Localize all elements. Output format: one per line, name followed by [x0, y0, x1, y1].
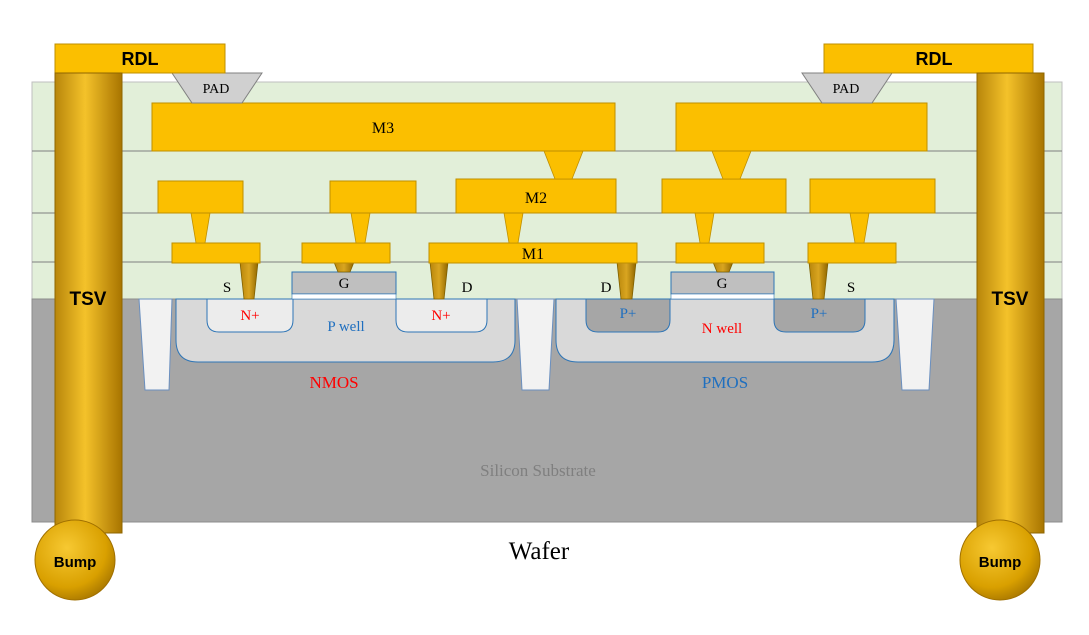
pad-left-label: PAD	[203, 82, 230, 97]
pmos-source-doping-label: P+	[811, 306, 828, 322]
m1-label: M1	[522, 246, 544, 263]
rdl-left	[54, 43, 226, 74]
nmos-drain-diffusion	[395, 298, 488, 333]
wafer-label: Wafer	[509, 538, 570, 565]
nmos-source-label: S	[223, 280, 231, 296]
sti-trench-2	[516, 298, 555, 391]
nmos-drain-label: D	[462, 280, 473, 296]
m3-segment-left	[151, 102, 616, 152]
tsv-right-label: TSV	[992, 289, 1029, 310]
m1-segment-5	[807, 242, 897, 264]
nmos-gate-label: G	[339, 276, 350, 292]
pmos-gate-label: G	[717, 276, 728, 292]
m2-segment-3	[455, 178, 617, 214]
bump-left-label: Bump	[54, 554, 97, 571]
nmos-gate-oxide	[291, 293, 397, 300]
pmos-source-diffusion	[773, 298, 866, 333]
pmos-gate-oxide	[670, 293, 775, 300]
pad-left	[171, 72, 263, 104]
m2-segment-4	[661, 178, 787, 214]
m1-segment-4	[675, 242, 765, 264]
rdl-right-label: RDL	[916, 49, 953, 69]
nmos-drain-doping-label: N+	[431, 308, 450, 324]
tsv-left	[54, 72, 123, 534]
nmos-source-doping-label: N+	[240, 308, 259, 324]
n-well-label: N well	[702, 321, 742, 337]
tsv-left-label: TSV	[70, 289, 107, 310]
pad-right-label: PAD	[833, 82, 860, 97]
sti-trench-3	[895, 298, 935, 391]
p-well-label: P well	[327, 319, 364, 335]
m2-label: M2	[525, 190, 547, 207]
bump-right-label: Bump	[979, 554, 1022, 571]
m2-segment-1	[157, 180, 244, 214]
bump-right	[959, 519, 1041, 601]
m1-segment-3	[428, 242, 638, 264]
pmos-drain-diffusion	[585, 298, 671, 333]
nmos-label: NMOS	[309, 373, 358, 392]
m2-segment-5	[809, 178, 936, 214]
tsv-right	[976, 72, 1045, 534]
m1-segment-1	[171, 242, 261, 264]
pmos-drain-label: D	[601, 280, 612, 296]
m2-segment-2	[329, 180, 417, 214]
sti-trench-1	[138, 298, 173, 391]
pmos-source-label: S	[847, 280, 855, 296]
m1-segment-2	[301, 242, 391, 264]
pmos-drain-doping-label: P+	[620, 306, 637, 322]
m3-label: M3	[372, 120, 394, 137]
rdl-right	[823, 43, 1034, 74]
m3-segment-right	[675, 102, 928, 152]
pmos-label: PMOS	[702, 373, 748, 392]
rdl-left-label: RDL	[122, 49, 159, 69]
nmos-source-diffusion	[206, 298, 294, 333]
bump-left	[34, 519, 116, 601]
substrate-label: Silicon Substrate	[480, 461, 596, 480]
